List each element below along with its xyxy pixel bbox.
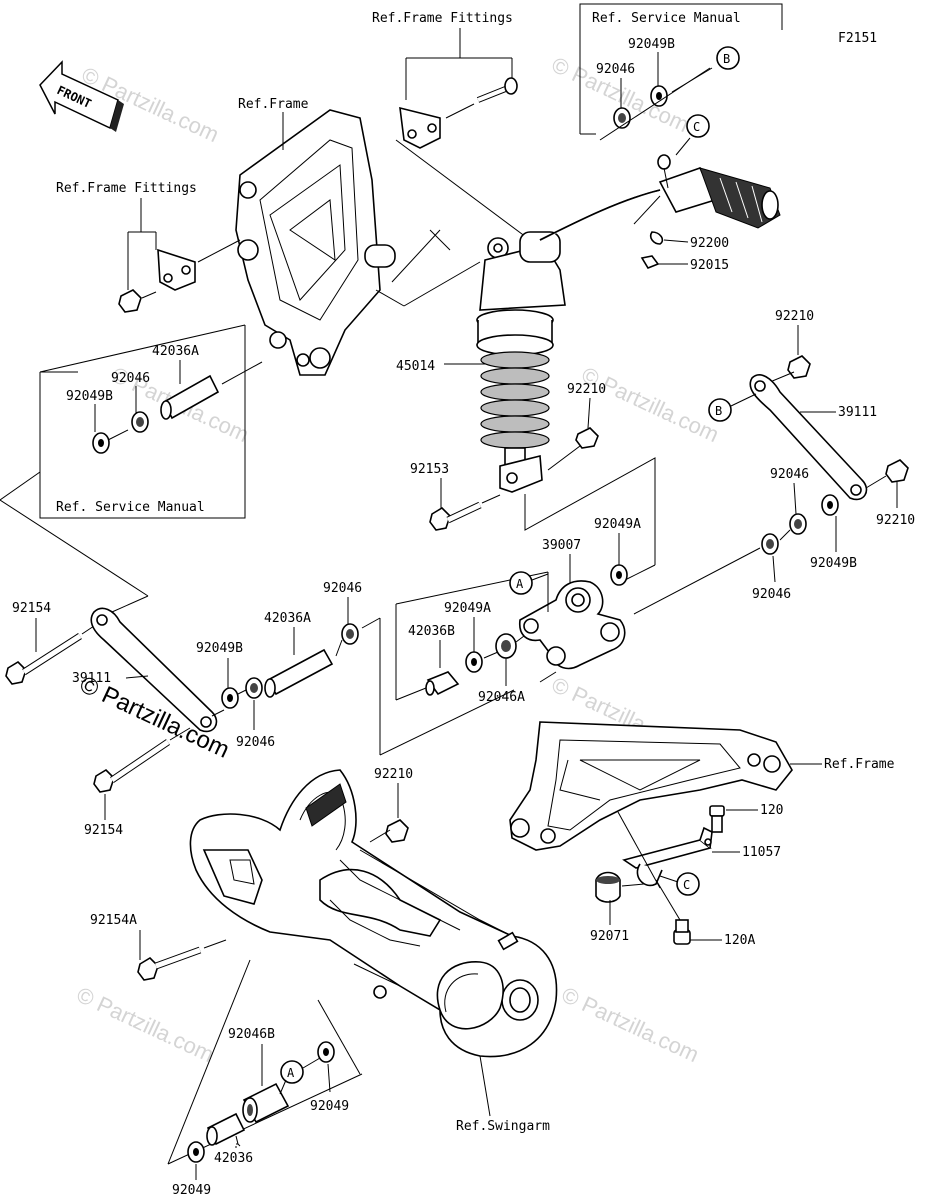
collar-42036 (206, 1112, 246, 1146)
label-92154A: 92154A (90, 913, 137, 928)
bolt-92153 (429, 501, 482, 531)
label-92049A-mid: 92049A (444, 601, 491, 616)
label-92071: 92071 (590, 929, 629, 944)
label-92046-lower: 92046 (236, 735, 275, 750)
label-92049B-left: 92049B (66, 389, 113, 404)
nut-92210-right-top (787, 355, 811, 379)
ref-frame-fittings-top: Ref.Frame Fittings (372, 11, 513, 26)
label-92210-lower: 92210 (374, 767, 413, 782)
svg-text:B: B (723, 52, 730, 66)
link-rod-39111-left (90, 607, 218, 733)
label-42036A-left: 42036A (152, 344, 199, 359)
svg-text:C: C (683, 878, 690, 892)
bolt-120 (709, 805, 725, 833)
fitting-plate-left (157, 248, 196, 291)
collar-42036A-center (264, 648, 334, 698)
bracket-11057 (622, 826, 713, 887)
figure-code: F2151 (838, 31, 877, 46)
label-92046-center: 92046 (323, 581, 362, 596)
callout-B-top: B (716, 46, 740, 70)
label-42036B: 42036B (408, 624, 455, 639)
bolt-92154-top (5, 633, 82, 685)
label-92210-right: 92210 (876, 513, 915, 528)
svg-text:A: A (287, 1066, 295, 1080)
label-92049B-center: 92049B (196, 641, 243, 656)
rocker-arm-39007 (518, 580, 626, 670)
label-92046B: 92046B (228, 1027, 275, 1042)
label-120: 120 (760, 803, 783, 818)
ref-frame-top: Ref.Frame (238, 97, 309, 112)
nut-92210-lower (385, 819, 409, 843)
label-92049A-top: 92049A (594, 517, 641, 532)
callout-B-mid: B (708, 398, 732, 422)
callout-C-bottom: C (676, 872, 700, 896)
svg-text:A: A (516, 577, 524, 591)
bolt-92154A (137, 946, 202, 981)
label-92046-right2: 92046 (752, 587, 791, 602)
svg-text:C: C (693, 120, 700, 134)
nut-92210-mid (575, 427, 599, 449)
label-42036A-center: 42036A (264, 611, 311, 626)
label-92049B-right: 92049B (810, 556, 857, 571)
swingarm (189, 769, 558, 1058)
ref-service-manual-left: Ref. Service Manual (56, 500, 205, 515)
watermark-7: © Partzilla.com (558, 982, 703, 1067)
svg-text:B: B (715, 404, 722, 418)
bearing-92046B (242, 1082, 290, 1124)
label-92046-right: 92046 (770, 467, 809, 482)
shock-absorber-45014 (476, 189, 661, 493)
label-92049-right: 92049 (310, 1099, 349, 1114)
ref-frame-fittings-left: Ref.Frame Fittings (56, 181, 197, 196)
label-39111-right: 39111 (838, 405, 877, 420)
label-92015: 92015 (690, 258, 729, 273)
watermark-4: © Partzilla.com (578, 362, 723, 447)
label-92210-mid: 92210 (567, 382, 606, 397)
front-arrow-icon: FRONT (39, 60, 124, 132)
nut-92015 (640, 255, 660, 269)
nut-92210-right (885, 459, 909, 483)
label-92046A: 92046A (478, 690, 525, 705)
fitting-plate-top (399, 106, 441, 149)
reservoir (657, 154, 781, 229)
collar-42036A-left (160, 374, 220, 420)
label-45014: 45014 (396, 359, 435, 374)
label-92200: 92200 (690, 236, 729, 251)
label-92046-left: 92046 (111, 371, 150, 386)
label-39007: 39007 (542, 538, 581, 553)
label-92154-bottom: 92154 (84, 823, 123, 838)
ref-frame-right: Ref.Frame (824, 757, 895, 772)
clip-92200 (649, 231, 664, 245)
bolt-92154-bottom (93, 739, 170, 793)
label-92153: 92153 (410, 462, 449, 477)
watermark-6: © Partzilla.com (73, 982, 218, 1067)
bolt-120A (673, 919, 691, 945)
label-39111-left: 39111 (72, 671, 111, 686)
label-42036: 42036 (214, 1151, 253, 1166)
frame-lower-right (509, 721, 793, 851)
frame-bracket (235, 109, 396, 376)
ref-service-manual-top: Ref. Service Manual (592, 11, 741, 26)
label-120A: 120A (724, 933, 755, 948)
label-92210-right-top: 92210 (775, 309, 814, 324)
callout-A-mid: A (509, 571, 533, 595)
bolt-top (476, 77, 518, 103)
label-92154-top: 92154 (12, 601, 51, 616)
label-92049B-top: 92049B (628, 37, 675, 52)
nut-frame-fitting-left (118, 289, 142, 313)
ref-swingarm: Ref.Swingarm (456, 1119, 550, 1134)
label-92046-top: 92046 (596, 62, 635, 77)
label-11057: 11057 (742, 845, 781, 860)
callout-C-top: C (686, 114, 710, 138)
callout-A-bottom: A (280, 1060, 304, 1084)
label-92049-bottom: 92049 (172, 1183, 211, 1198)
